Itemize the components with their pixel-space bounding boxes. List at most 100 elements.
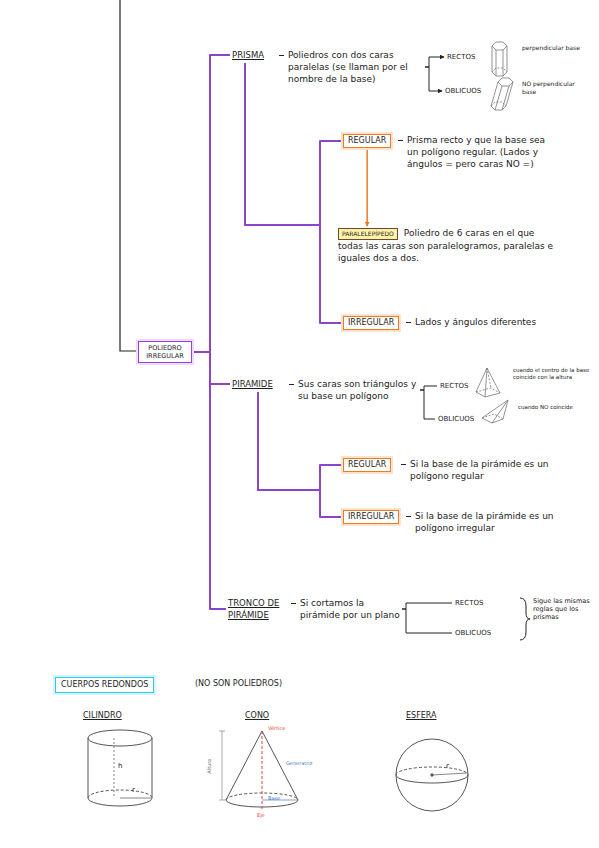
node-heading: REGULAR bbox=[343, 134, 391, 148]
variant-label: RECTOS bbox=[455, 598, 484, 608]
figure-label: Vértice bbox=[268, 725, 285, 731]
height-dimension bbox=[219, 731, 225, 800]
sphere-figure bbox=[396, 739, 468, 811]
dash-mark bbox=[401, 464, 406, 465]
node-heading: POLIEDRO IRREGULAR bbox=[138, 341, 192, 363]
sphere-radius bbox=[432, 773, 467, 775]
figure-label: Base bbox=[268, 795, 280, 801]
node-heading: OBLICUOS bbox=[445, 86, 481, 96]
variant-label: OBLICUOS bbox=[445, 86, 482, 96]
figure-label: r bbox=[132, 786, 135, 795]
node-heading: IRREGULAR bbox=[343, 316, 399, 330]
oblique-prism-hidden bbox=[491, 102, 506, 106]
dash-mark bbox=[291, 603, 296, 604]
node-heading: RECTOS bbox=[447, 52, 475, 62]
figure-title: CONO bbox=[245, 711, 269, 721]
connector bbox=[245, 63, 341, 323]
note-text: cuando el centro de la base coincide con… bbox=[513, 367, 591, 381]
cylinder-top bbox=[88, 730, 152, 746]
node-description: Si la base de la pirámide es un polígono… bbox=[410, 458, 560, 482]
connector bbox=[402, 609, 452, 633]
category-heading: TRONCO DE PIRÁMIDE Si cortamos la pirámid… bbox=[228, 597, 400, 621]
cone-figure bbox=[219, 731, 298, 810]
radius-line bbox=[120, 798, 151, 799]
connector bbox=[192, 352, 226, 609]
connector bbox=[192, 55, 230, 352]
sphere-outline bbox=[396, 739, 468, 811]
node-description: Si cortamos la pirámide por un plano bbox=[300, 597, 400, 621]
prism-icons bbox=[491, 42, 513, 110]
root-box: POLIEDRO IRREGULAR bbox=[138, 341, 192, 363]
connector bbox=[420, 386, 437, 390]
note-text: NO perpendicular base bbox=[522, 80, 582, 95]
figure-label: r bbox=[446, 762, 449, 771]
variant-label: OBLICUOS bbox=[438, 414, 475, 424]
highlight-box: PARALELEPÍPEDOPoliedro de 6 caras en el … bbox=[338, 227, 560, 264]
section-box: CUERPOS REDONDOS bbox=[55, 677, 155, 693]
oblique-prism-sides bbox=[491, 82, 513, 110]
variant-label: RECTOS bbox=[447, 52, 476, 62]
node-description: Lados y ángulos diferentes bbox=[415, 316, 565, 328]
node-description: Sus caras son triángulos y su base un po… bbox=[298, 378, 418, 402]
figure-label: Altura bbox=[206, 759, 212, 774]
dash-mark bbox=[406, 322, 411, 323]
node-heading: RECTOS bbox=[455, 598, 483, 608]
cylinder-figure bbox=[88, 730, 152, 806]
connector bbox=[425, 57, 444, 67]
variant-label: RECTOS bbox=[440, 381, 469, 391]
subtype-box: REGULAR Si la base de la pirámide es un p… bbox=[343, 458, 560, 482]
connector bbox=[420, 390, 435, 419]
node-heading: PARALELEPÍPEDO bbox=[338, 228, 398, 240]
connector bbox=[258, 392, 341, 517]
pyramid-hidden bbox=[476, 368, 500, 393]
node-description: Prisma recto y que la base sea un polígo… bbox=[407, 134, 557, 170]
oblique-pyramid-hidden bbox=[482, 414, 503, 419]
prism-top bbox=[492, 42, 507, 50]
prism-sides bbox=[492, 46, 507, 76]
note-text: (NO SON POLIEDROS) bbox=[195, 679, 282, 689]
note-text: perpendicular base bbox=[522, 44, 582, 52]
connector bbox=[366, 150, 368, 226]
figure-label: Generatriz bbox=[286, 760, 312, 766]
node-description: Si la base de la pirámide es un polígono… bbox=[415, 510, 565, 534]
note-text: Sigue las mismas reglas que los prismas bbox=[533, 597, 595, 621]
note-text: cuando NO coincide bbox=[518, 404, 578, 411]
node-heading: TRONCO DE PIRÁMIDE bbox=[228, 597, 290, 621]
figure-label: h bbox=[118, 762, 122, 771]
node-heading: OBLICUOS bbox=[438, 414, 474, 424]
variant-label: OBLICUOS bbox=[455, 628, 492, 638]
dash-mark bbox=[406, 516, 411, 517]
cone-axis bbox=[262, 731, 263, 810]
connector bbox=[258, 392, 341, 490]
cylinder-base-back bbox=[88, 790, 152, 798]
pyramid-icons bbox=[476, 368, 508, 423]
node-heading: OBLICUOS bbox=[455, 628, 491, 638]
connector bbox=[402, 603, 452, 609]
cylinder-sides bbox=[88, 738, 152, 798]
dash-mark bbox=[398, 140, 403, 141]
figure-label: Eje bbox=[257, 812, 265, 818]
category-heading: PIRAMIDESus caras son triángulos y su ba… bbox=[232, 378, 418, 402]
height-line bbox=[114, 738, 115, 798]
sphere-center bbox=[431, 774, 433, 776]
oblique-pyramid bbox=[482, 400, 508, 423]
node-heading: CUERPOS REDONDOS bbox=[55, 677, 154, 693]
node-description: Poliedros con dos caras paralelas (se ll… bbox=[288, 49, 423, 85]
pyramid bbox=[476, 368, 500, 397]
connector bbox=[425, 67, 442, 91]
subtype-box: IRREGULAR Lados y ángulos diferentes bbox=[343, 316, 565, 330]
prism-hidden bbox=[492, 68, 507, 72]
cylinder-base-front bbox=[88, 798, 152, 806]
node-heading: RECTOS bbox=[440, 381, 468, 391]
figure-title: ESFERA bbox=[406, 711, 437, 721]
dash-mark bbox=[279, 55, 284, 56]
oblique-prism-top bbox=[498, 78, 513, 86]
node-heading: REGULAR bbox=[343, 458, 391, 472]
subtype-box: IRREGULAR Si la base de la pirámide es un… bbox=[343, 510, 565, 534]
node-heading: IRREGULAR bbox=[343, 510, 399, 524]
node-heading: PRISMA bbox=[232, 49, 264, 61]
connector bbox=[245, 63, 341, 225]
